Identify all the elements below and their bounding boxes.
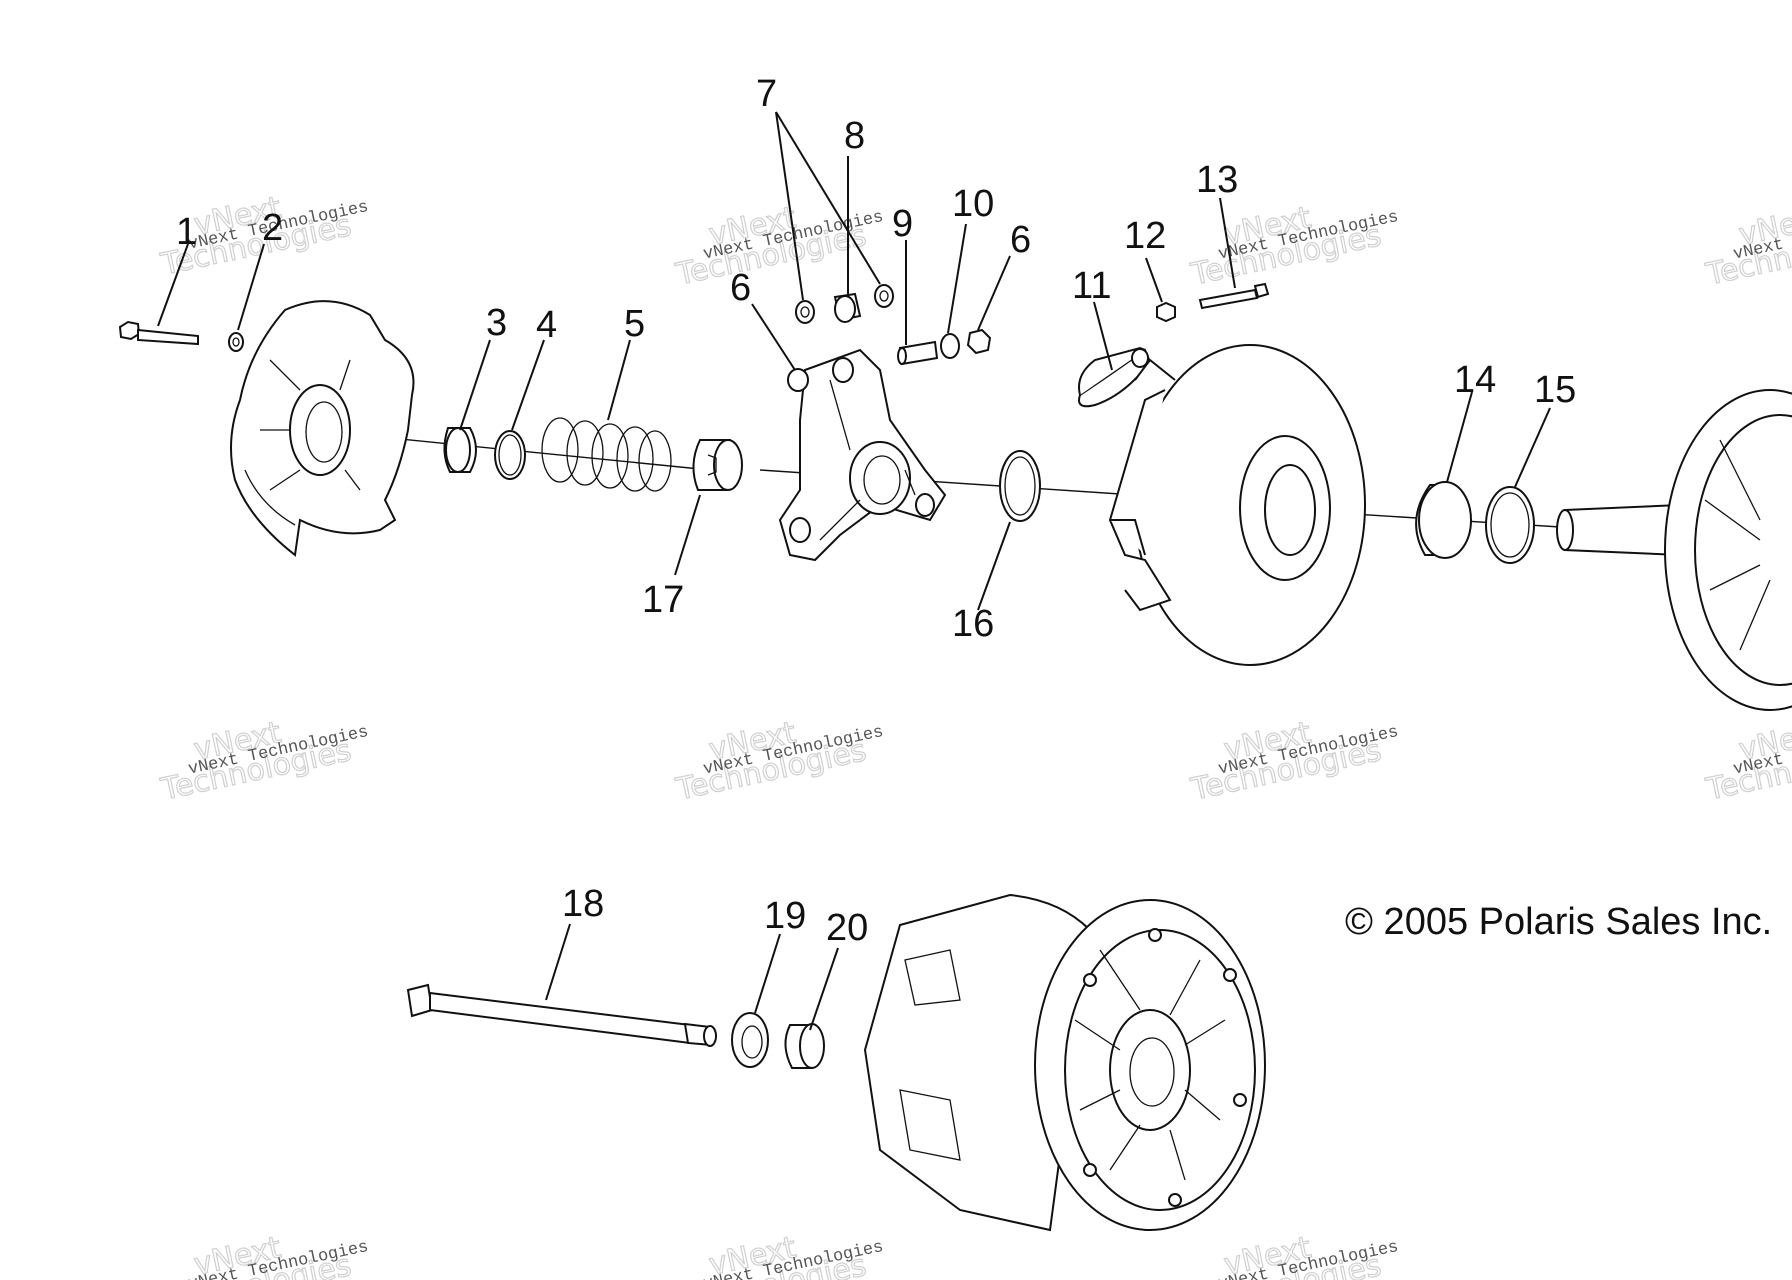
- part-17-cup: [692, 439, 743, 491]
- assembled-clutch: [863, 893, 1266, 1232]
- callout-19: 19: [764, 895, 806, 937]
- callout-13: 13: [1196, 159, 1238, 201]
- callout-20: 20: [826, 907, 868, 949]
- part-1-bolt: [118, 320, 199, 346]
- copyright-notice: © 2005 Polaris Sales Inc.: [1345, 901, 1772, 943]
- watermark: Technologies vNext vNext Technologies: [1187, 1230, 1400, 1280]
- callout-10: 10: [952, 183, 994, 225]
- callout-6-right: 6: [1010, 219, 1031, 261]
- part-15-ring: [1485, 486, 1535, 564]
- watermark: Technologies vNext vNext Technologies: [157, 190, 370, 284]
- spider: [778, 348, 947, 562]
- watermark: Technologies vNext vNext Technologies: [672, 200, 885, 294]
- callout-8: 8: [844, 115, 865, 157]
- part-14-bushing: [1415, 481, 1472, 559]
- callout-15: 15: [1534, 369, 1576, 411]
- callout-6-left: 6: [730, 267, 751, 309]
- callout-5: 5: [624, 303, 645, 345]
- leader-lines: [157, 111, 1551, 1031]
- callout-12: 12: [1124, 215, 1166, 257]
- part-13-bolt: [1198, 282, 1270, 310]
- callout-labels: 1 2 3 4 5 6 6 7 8 9 10 11 12 13 14 15 16…: [176, 73, 1576, 949]
- callout-9: 9: [892, 203, 913, 245]
- watermark: Technologies vNext vNext Technologies: [672, 1230, 885, 1280]
- part-18-long-bolt: [406, 983, 717, 1047]
- part-6-nut-right: [966, 328, 992, 355]
- part-4-ring: [494, 430, 526, 480]
- part-12-nut: [1156, 301, 1176, 323]
- callout-4: 4: [536, 304, 557, 346]
- part-7-washers: [795, 284, 894, 324]
- part-8-bushing: [833, 292, 862, 323]
- spider-cover: [230, 300, 415, 557]
- watermark: Technologies vNext vNext Technologies: [1702, 200, 1792, 294]
- watermark: Technologies vNext vNext Technologies: [1187, 715, 1400, 809]
- part-10-ring: [940, 333, 960, 359]
- callout-14: 14: [1454, 359, 1496, 401]
- part-5-spring: [541, 417, 672, 492]
- callout-3: 3: [486, 302, 507, 344]
- watermark: Technologies vNext vNext Technologies: [157, 715, 370, 809]
- callout-7: 7: [756, 73, 777, 115]
- watermark: Technologies vNext vNext Technologies: [157, 1230, 370, 1280]
- callout-16: 16: [952, 603, 994, 645]
- part-11-weight: [1078, 346, 1152, 408]
- part-19-washer: [731, 1012, 769, 1068]
- callout-11: 11: [1072, 265, 1111, 307]
- callout-18: 18: [562, 883, 604, 925]
- callout-2: 2: [262, 207, 283, 249]
- part-3-bushing: [443, 427, 477, 473]
- part-9-pin: [897, 340, 939, 366]
- watermark: Technologies vNext vNext Technologies: [672, 715, 885, 809]
- moveable-sheave: [1108, 344, 1366, 666]
- part-6-roller-left: [787, 368, 809, 392]
- callout-1: 1: [176, 211, 197, 253]
- part-20-bushing: [784, 1023, 825, 1069]
- fixed-sheave: [1556, 389, 1792, 711]
- part-2-nut: [228, 332, 244, 352]
- part-16-ring: [999, 450, 1041, 522]
- watermark: Technologies vNext vNext Technologies: [1702, 715, 1792, 809]
- callout-17: 17: [642, 579, 684, 621]
